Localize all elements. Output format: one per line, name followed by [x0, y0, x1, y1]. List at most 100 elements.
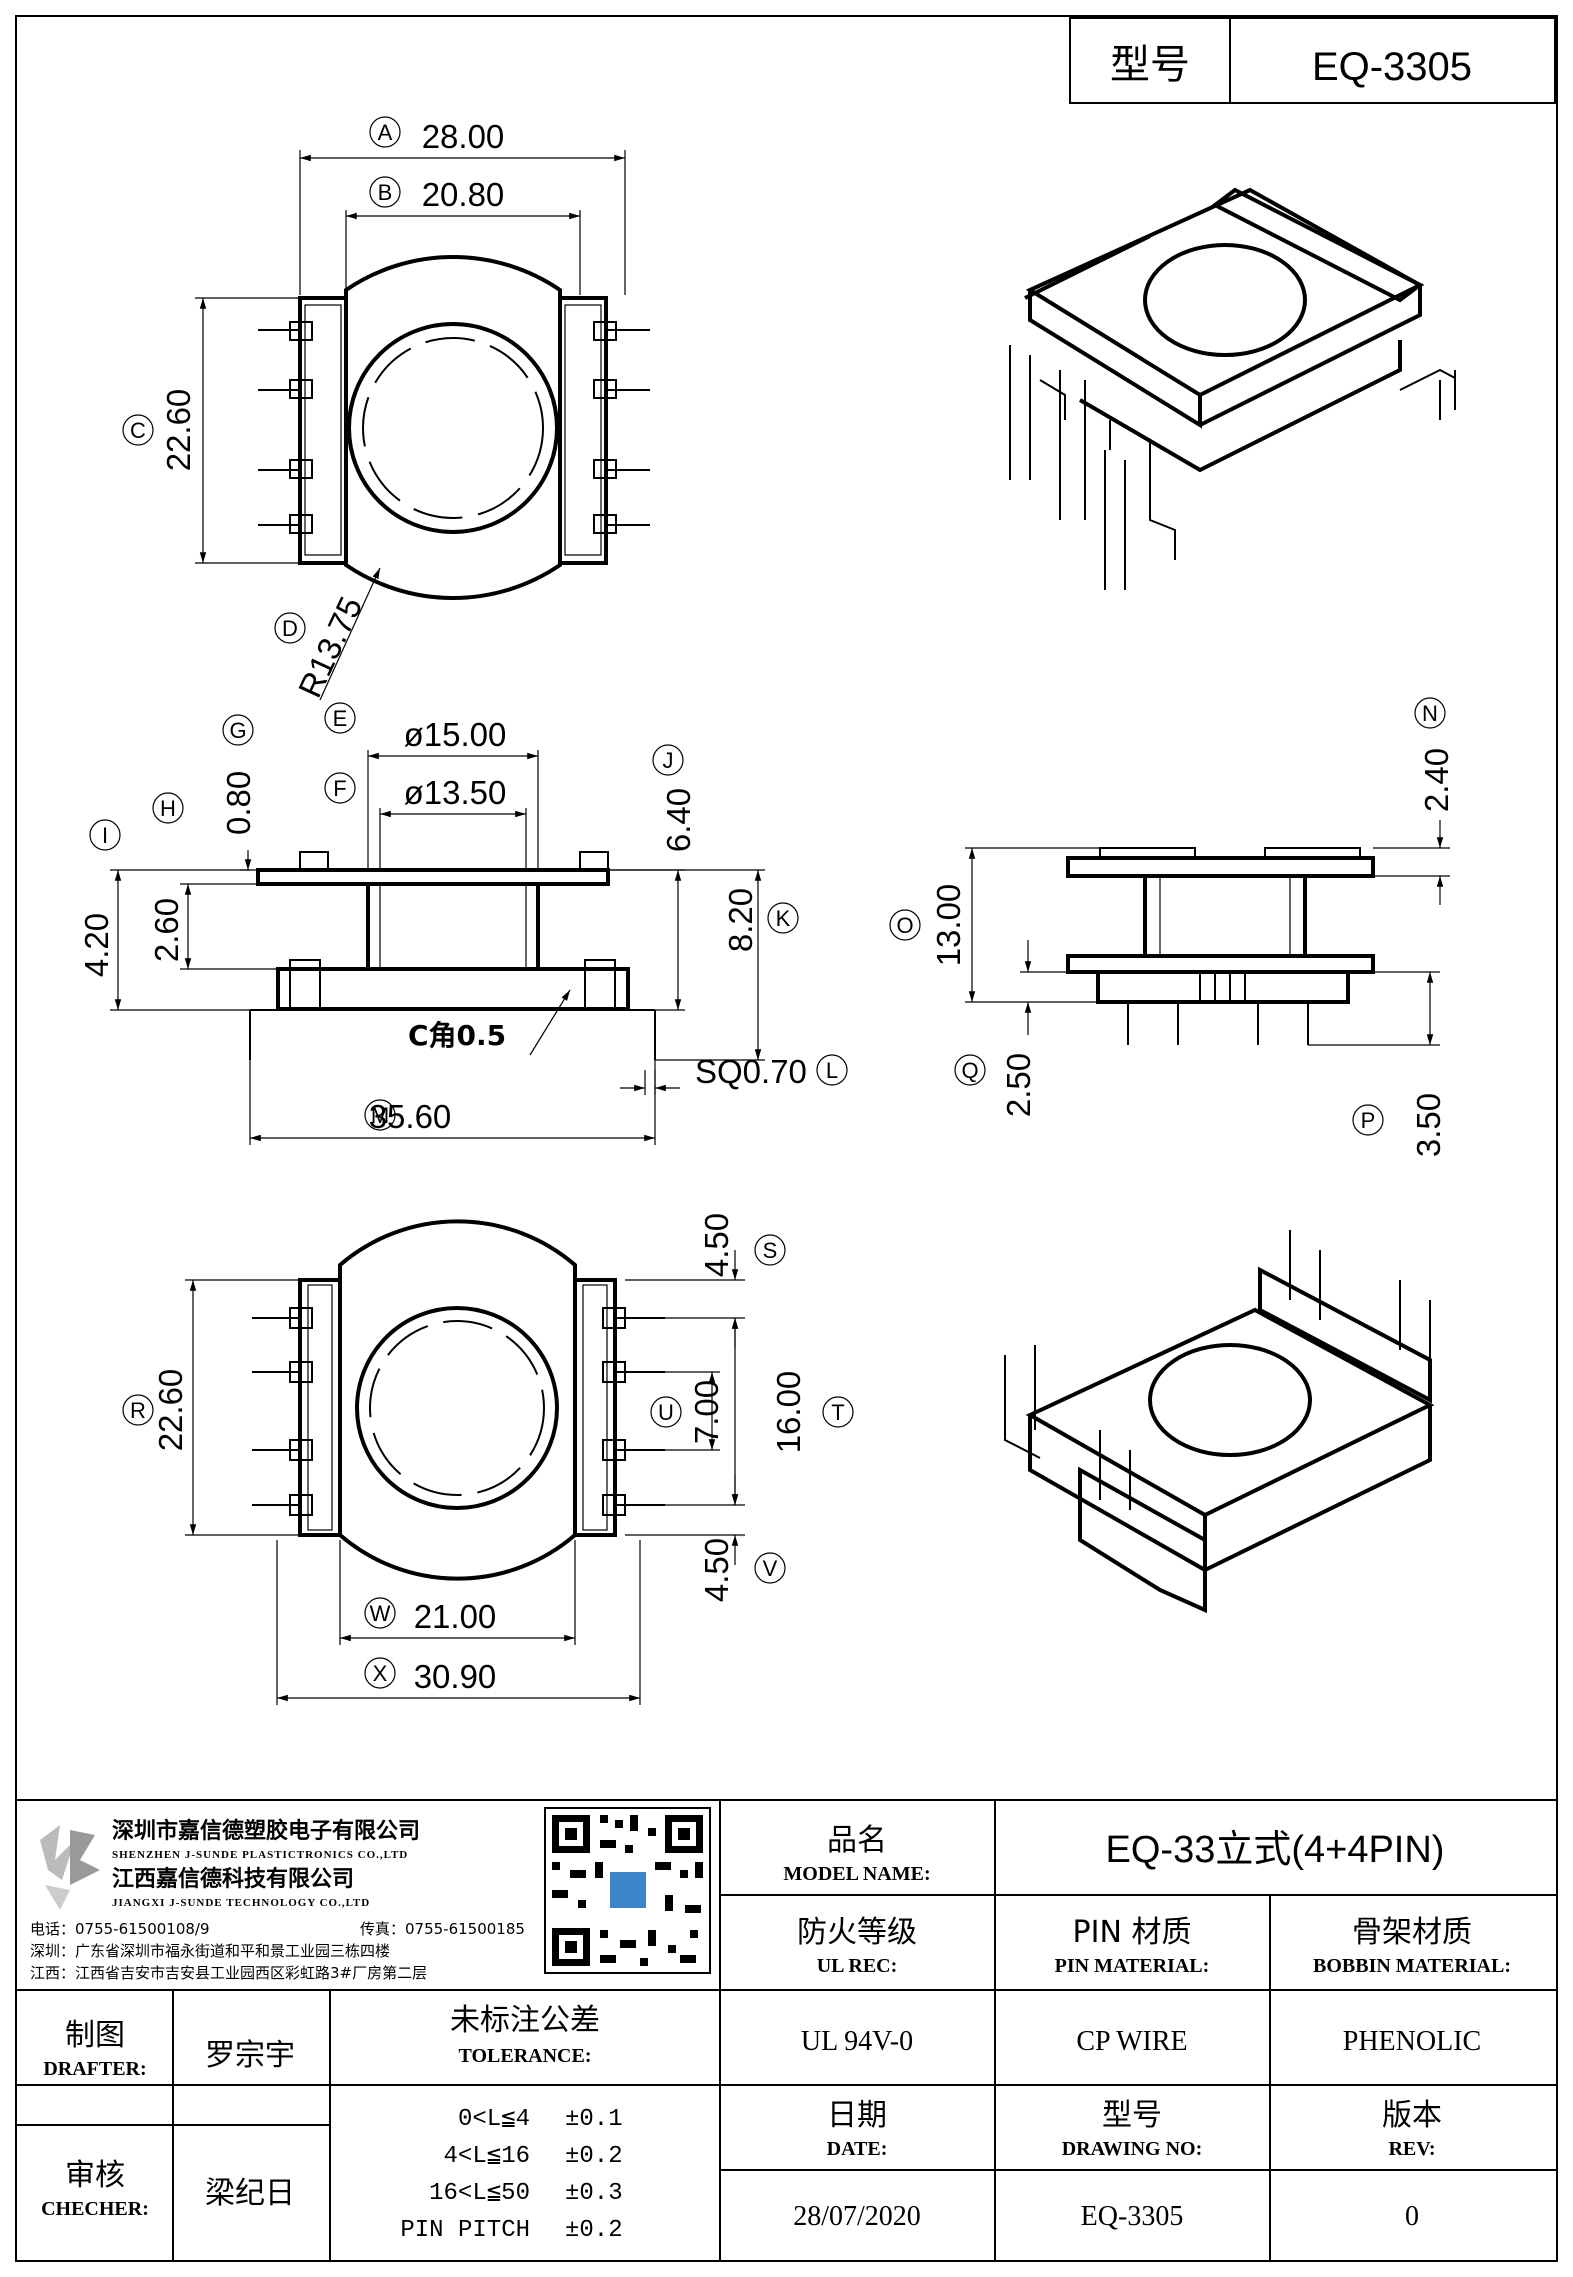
dim-k: 8.20 [722, 888, 759, 952]
tolerance-label-en: TOLERANCE: [459, 2045, 592, 2067]
tolerance-range-3: 16<L≦50 [429, 2180, 530, 2207]
company-address-sz: 深圳：广东省深圳市福永街道和平和景工业园三栋四楼 [30, 1942, 390, 1960]
company-name-cn-2: 江西嘉信德科技有限公司 [112, 1866, 354, 1892]
callout-h: H [160, 796, 176, 821]
tolerance-range-4: PIN PITCH [400, 2217, 530, 2244]
company-fax: 传真：0755-61500185 [360, 1920, 525, 1938]
tolerance-value-2: ±0.2 [565, 2143, 623, 2170]
top-view: 28.00 20.80 22.60 R13.75 A B C D [122, 116, 650, 703]
drafter-label-cn: 制图 [65, 2018, 125, 2053]
pin-material-value: CP WIRE [1076, 2026, 1187, 2057]
tolerance-range-2: 4<L≦16 [444, 2143, 530, 2170]
dim-q: 2.50 [1000, 1053, 1037, 1117]
side-view: 2.40 13.00 2.50 3.50 N O Q P [889, 697, 1455, 1157]
dim-v: 4.50 [698, 1538, 735, 1602]
callout-r: R [130, 1398, 146, 1423]
callout-g: G [229, 718, 246, 743]
callout-p: P [1361, 1108, 1376, 1133]
dim-a: 28.00 [422, 118, 505, 155]
ul-value: UL 94V-0 [801, 2026, 913, 2057]
callout-l: L [826, 1058, 838, 1083]
dim-g: 0.80 [220, 771, 257, 835]
company-phone: 电话：0755-61500108/9 [30, 1920, 210, 1938]
callout-w: W [370, 1601, 391, 1626]
dim-b: 20.80 [422, 176, 505, 213]
dim-m: 35.60 [369, 1098, 452, 1135]
checker-label-en: CHECHER: [41, 2198, 149, 2220]
model-name-value: EQ-33立式(4+4PIN) [1106, 1829, 1445, 1871]
bobbin-material-value: PHENOLIC [1343, 2026, 1481, 2057]
dim-j: 6.40 [660, 788, 697, 852]
dim-n: 2.40 [1418, 748, 1455, 812]
isometric-view-bottom [1004, 1230, 1435, 1614]
callout-v: V [763, 1556, 778, 1581]
model-name-label-en: MODEL NAME: [783, 1863, 930, 1885]
callout-b: B [378, 180, 393, 205]
tolerance-range-1: 0<L≦4 [458, 2106, 530, 2133]
callout-o: O [896, 913, 913, 938]
callout-x: X [373, 1661, 388, 1686]
callout-u: U [658, 1400, 674, 1425]
company-logo [40, 1825, 100, 1910]
header-type-value: EQ-3305 [1312, 45, 1472, 89]
tolerance-value-3: ±0.3 [565, 2180, 623, 2207]
callout-k: K [776, 906, 791, 931]
dim-p: 3.50 [1410, 1093, 1447, 1157]
date-value: 28/07/2020 [793, 2201, 921, 2232]
isometric-view-top [1009, 187, 1456, 590]
dim-l: SQ0.70 [695, 1053, 807, 1090]
callout-t: T [831, 1400, 844, 1425]
rev-value: 0 [1405, 2201, 1419, 2232]
dim-f: ø13.50 [404, 774, 507, 811]
dim-e: ø15.00 [404, 716, 507, 753]
tolerance-label-cn: 未标注公差 [450, 2003, 600, 2038]
rev-label-cn: 版本 [1382, 2098, 1442, 2133]
dim-i: 4.20 [78, 913, 115, 977]
callout-j: J [663, 748, 674, 773]
callout-e: E [333, 706, 348, 731]
date-label-en: DATE: [827, 2138, 888, 2160]
drawing-no-label-cn: 型号 [1102, 2098, 1162, 2133]
company-address-jx: 江西：江西省吉安市吉安县工业园西区彩虹路3#厂房第二层 [30, 1964, 427, 1982]
tolerance-value-4: ±0.2 [565, 2217, 623, 2244]
callout-i: I [102, 823, 108, 848]
chamfer-note: C角0.5 [408, 1019, 506, 1052]
callout-a: A [378, 120, 393, 145]
company-name-en-1: SHENZHEN J-SUNDE PLASTICTRONICS CO.,LTD [112, 1849, 408, 1861]
callout-s: S [763, 1238, 778, 1263]
bobbin-material-label-en: BOBBIN MATERIAL: [1313, 1955, 1511, 1977]
rev-label-en: REV: [1388, 2138, 1435, 2160]
pin-material-label-cn: PIN 材质 [1073, 1915, 1192, 1950]
pin-material-label-en: PIN MATERIAL: [1055, 1955, 1210, 1977]
dim-c: 22.60 [160, 389, 197, 472]
company-name-cn-1: 深圳市嘉信德塑胶电子有限公司 [112, 1818, 420, 1844]
callout-q: Q [961, 1058, 978, 1083]
bottom-view: 22.60 4.50 16.00 7.00 4.50 21.00 30.90 [122, 1213, 854, 1705]
dim-t: 16.00 [770, 1371, 807, 1454]
callout-n: N [1422, 701, 1438, 726]
ul-label-en: UL REC: [817, 1955, 898, 1977]
dim-x: 30.90 [414, 1658, 497, 1695]
dim-s: 4.50 [698, 1213, 735, 1277]
tolerance-value-1: ±0.1 [565, 2106, 623, 2133]
front-view: ø15.00 ø13.50 0.80 2.60 4.20 6.40 8.20 C… [78, 702, 848, 1145]
company-name-en-2: JIANGXI J-SUNDE TECHNOLOGY CO.,LTD [112, 1897, 370, 1909]
bobbin-material-label-cn: 骨架材质 [1352, 1915, 1472, 1950]
sheet-border [15, 15, 1558, 2262]
date-label-cn: 日期 [827, 2098, 887, 2133]
dim-d: R13.75 [291, 591, 370, 703]
checker-label-cn: 审核 [65, 2158, 125, 2193]
dim-w: 21.00 [414, 1598, 497, 1635]
drawing-no-label-en: DRAWING NO: [1062, 2138, 1203, 2160]
header-type-label: 型号 [1110, 43, 1190, 87]
dim-h: 2.60 [148, 898, 185, 962]
dim-r: 22.60 [152, 1369, 189, 1452]
callout-f: F [333, 776, 346, 801]
drafter-label-en: DRAFTER: [43, 2058, 146, 2080]
qr-code [544, 1807, 711, 1974]
dim-o: 13.00 [930, 884, 967, 967]
title-block: 深圳市嘉信德塑胶电子有限公司 SHENZHEN J-SUNDE PLASTICT… [16, 1799, 1557, 2261]
model-name-label-cn: 品名 [827, 1823, 887, 1858]
header-block: 型号 EQ-3305 [1069, 17, 1556, 104]
